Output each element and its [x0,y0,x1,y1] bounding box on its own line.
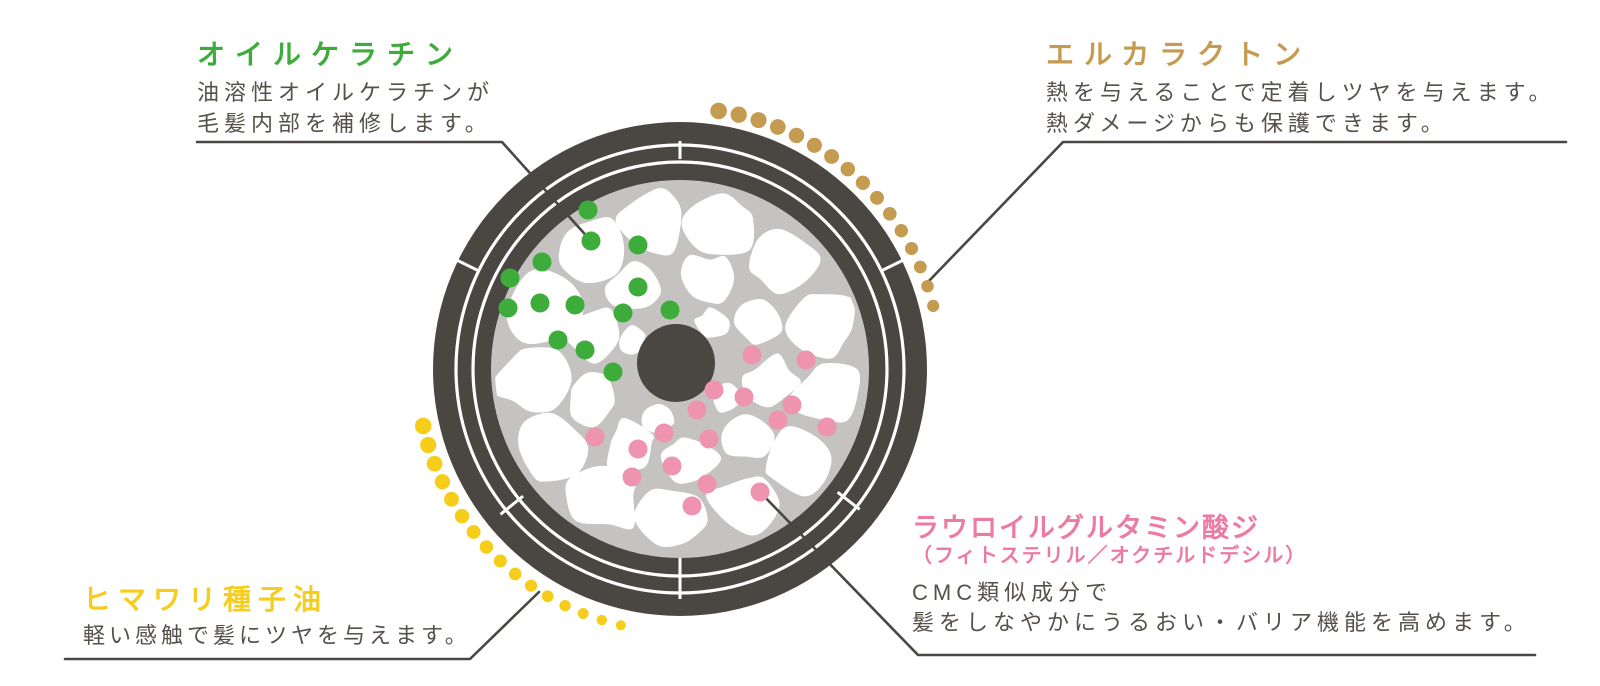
sunflower-lead-line [63,590,541,661]
hair-shaft [433,122,927,616]
connector-lines [63,140,1568,661]
oil-keratin-lead-line [195,140,593,243]
elcalactone-lead-line [925,140,1568,285]
label-sunflower-seed-oil: ヒマワリ種子油 軽い感触で髪にツヤを与えます。 [83,585,471,651]
sunflower-desc-line1: 軽い感触で髪にツヤを与えます。 [83,623,471,648]
oil-keratin-desc-line2: 毛髪内部を補修します。 [197,111,492,136]
elcalactone-desc-line1: 熱を与えることで定着しツヤを与えます。 [1046,80,1556,105]
elcalactone-title: エルカラクトン [1046,39,1312,70]
label-elcalactone: エルカラクトン 熱を与えることで定着しツヤを与えます。 熱ダメージからも保護でき… [1046,40,1555,139]
label-lauroyl-glutamate: ラウロイルグルタミン酸ジ （フィトステリル／オクチルドデシル） CMC類似成分で… [912,513,1531,638]
elcalactone-dot-arc [710,102,940,312]
lauroyl-dots [585,345,837,516]
oil-keratin-desc-line1: 油溶性オイルケラチンが [197,80,495,105]
oil-keratin-title: オイルケラチン [197,39,464,70]
sunflower-title: ヒマワリ種子油 [83,584,329,615]
label-oil-keratin: オイルケラチン 油溶性オイルケラチンが 毛髪内部を補修します。 [197,40,494,139]
cuticle-segment-ticks [454,141,906,599]
lauroyl-subtitle: （フィトステリル／オクチルドデシル） [912,545,1308,567]
elcalactone-desc-line2: 熱ダメージからも保護できます。 [1046,111,1448,136]
lauroyl-title: ラウロイルグルタミン酸ジ [912,513,1260,543]
lauroyl-lead-line [758,490,1537,657]
lauroyl-desc-line2: 髪をしなやかにうるおい・バリア機能を高めます。 [912,610,1531,635]
lauroyl-desc-line1: CMC類似成分で [912,580,1113,605]
sunflower-dot-arc [414,417,626,631]
oil-keratin-dots [498,200,680,382]
medulla [637,324,715,402]
